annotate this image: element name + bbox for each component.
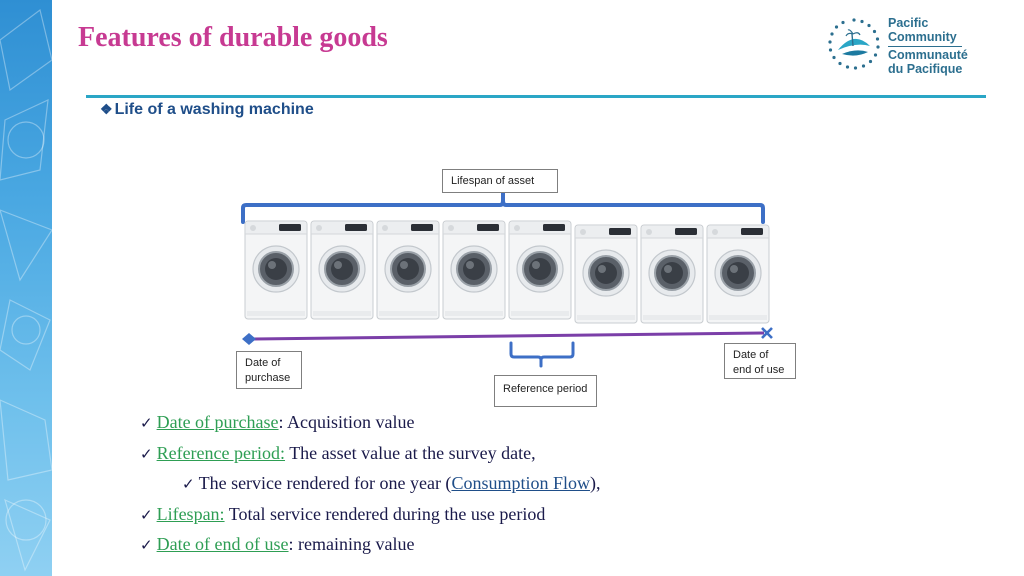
logo-divider bbox=[888, 46, 962, 47]
bullet-item: ✓Date of purchase: Acquisition value bbox=[140, 408, 600, 439]
washing-machine-icon bbox=[376, 220, 440, 320]
purchase-label-line2: purchase bbox=[245, 372, 291, 384]
logo-line-2: Community bbox=[888, 30, 957, 44]
decorative-side-band bbox=[0, 0, 52, 576]
purchase-label-line1: Date of bbox=[245, 357, 281, 369]
bullet-text: : remaining value bbox=[288, 534, 415, 554]
bullet-term: Lifespan: bbox=[156, 503, 225, 524]
bullet-text: Total service rendered during the use pe… bbox=[224, 503, 546, 524]
washing-machine-icon bbox=[640, 224, 704, 324]
checkmark-icon: ✓ bbox=[182, 475, 195, 493]
slide-title: Features of durable goods bbox=[78, 22, 388, 53]
bullet-item: ✓Lifespan: Total service rendered during… bbox=[140, 500, 600, 531]
purchase-marker-icon bbox=[242, 333, 256, 345]
bullet-item: ✓Date of end of use: remaining value bbox=[140, 530, 600, 561]
end-of-use-label-box: Date of end of use bbox=[724, 343, 796, 379]
bullet-list: ✓Date of purchase: Acquisition value ✓Re… bbox=[140, 408, 600, 561]
washing-machine-icon bbox=[442, 220, 506, 320]
end-marker-icon bbox=[761, 327, 773, 339]
bullet-term: Date of end of use bbox=[156, 534, 289, 554]
bullet-text: The service rendered for one year ( bbox=[198, 473, 452, 493]
washing-machine-icon bbox=[310, 220, 374, 320]
lifespan-label: Lifespan of asset bbox=[451, 175, 535, 187]
timeline-arrow bbox=[249, 331, 765, 341]
reference-bracket bbox=[509, 341, 575, 368]
washing-machine-icon bbox=[508, 220, 572, 320]
end-label-line2: end of use bbox=[733, 364, 785, 376]
washing-machine-row bbox=[244, 220, 770, 324]
washing-machine-icon bbox=[706, 224, 770, 324]
diamond-bullet-icon: ❖ bbox=[100, 101, 113, 117]
checkmark-icon: ✓ bbox=[140, 536, 153, 554]
bullet-text: The asset value at the survey date, bbox=[285, 442, 536, 463]
lifespan-bracket bbox=[241, 190, 765, 224]
lifespan-label-box: Lifespan of asset bbox=[442, 169, 558, 193]
bullet-item: ✓Reference period: The asset value at th… bbox=[140, 439, 600, 470]
section-heading: ❖Life of a washing machine bbox=[100, 101, 314, 119]
washing-machine-icon bbox=[574, 224, 638, 324]
bullet-term: Date of purchase bbox=[156, 412, 279, 432]
logo-text: Pacific Community Communauté du Pacifiqu… bbox=[888, 16, 968, 76]
bullet-text: ), bbox=[589, 473, 601, 493]
logo-line-3: Communauté bbox=[888, 48, 968, 62]
bullet-subitem: ✓The service rendered for one year (Cons… bbox=[140, 469, 600, 500]
reference-period-label-box: Reference period bbox=[494, 375, 597, 407]
logo-line-4: du Pacifique bbox=[888, 62, 963, 76]
bullet-term: Consumption Flow bbox=[451, 473, 590, 493]
purchase-label-box: Date of purchase bbox=[236, 351, 302, 389]
spc-emblem-icon bbox=[828, 18, 880, 70]
reference-period-label: Reference period bbox=[503, 383, 588, 395]
end-label-line1: Date of bbox=[733, 349, 769, 361]
section-heading-text: Life of a washing machine bbox=[114, 101, 314, 118]
bullet-text: : Acquisition value bbox=[278, 412, 415, 432]
checkmark-icon: ✓ bbox=[140, 414, 153, 432]
bullet-term: Reference period: bbox=[156, 442, 286, 463]
checkmark-icon: ✓ bbox=[140, 444, 153, 463]
pattern-decoration bbox=[0, 8, 52, 572]
pacific-community-logo: Pacific Community Communauté du Pacifiqu… bbox=[826, 14, 996, 78]
logo-line-1: Pacific bbox=[888, 16, 929, 30]
header-divider bbox=[86, 95, 986, 98]
washing-machine-icon bbox=[244, 220, 308, 320]
checkmark-icon: ✓ bbox=[140, 505, 153, 524]
